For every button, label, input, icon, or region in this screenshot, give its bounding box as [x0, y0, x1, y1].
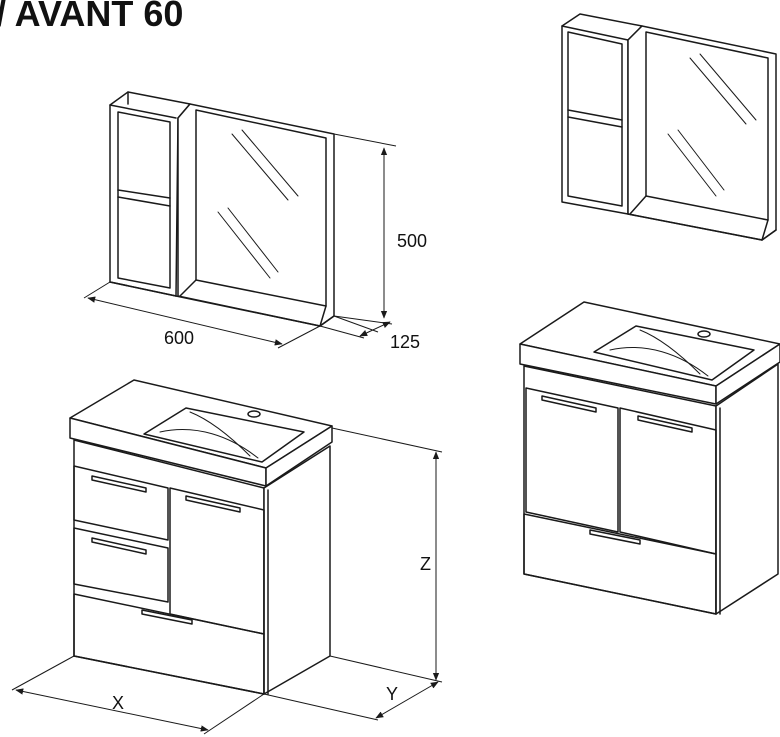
vanity-top-drawer-handle [91, 475, 147, 493]
vanity-alt-left-door [525, 387, 619, 533]
vanity-alt-body-side [715, 363, 779, 615]
vanity-alt-drawer-handle [589, 529, 641, 545]
vanity-door-handle [185, 495, 241, 513]
vanity-dimensioned [69, 379, 333, 695]
mirror-dimension-lines [83, 133, 397, 349]
vanity-depth-label: Y [386, 684, 398, 704]
vanity-width-label: X [112, 693, 124, 713]
vanity-alt-right-door-handle [637, 415, 693, 433]
mirror-height-label: 500 [397, 231, 427, 251]
vanity-alt-bottom-drawer [523, 513, 717, 615]
vanity-alt-tap-hole [697, 330, 711, 338]
vanity-alt-left-door-handle [541, 395, 597, 413]
vanity-tap-hole [247, 410, 261, 418]
vanity-basin [143, 407, 305, 463]
vanity-middle-drawer-handle [91, 537, 147, 555]
vanity-middle-drawer [73, 527, 169, 603]
vanity-alt-basin [593, 325, 755, 381]
vanity-alt [519, 301, 780, 615]
mirror-depth-label: 125 [390, 332, 420, 352]
vanity-body-side [263, 445, 331, 695]
vanity-dimension-lines [11, 427, 443, 735]
mirror-cabinet-alt [561, 13, 777, 241]
vanity-top-drawer [73, 465, 169, 541]
mirror-width-label: 600 [164, 328, 194, 348]
vanity-height-label: Z [420, 554, 431, 574]
product-title: / AVANT 60 [0, 0, 183, 34]
vanity-bottom-drawer-handle [141, 609, 193, 625]
mirror-cabinet-dimensioned [109, 91, 335, 327]
mirror-alt-panel [627, 25, 777, 241]
